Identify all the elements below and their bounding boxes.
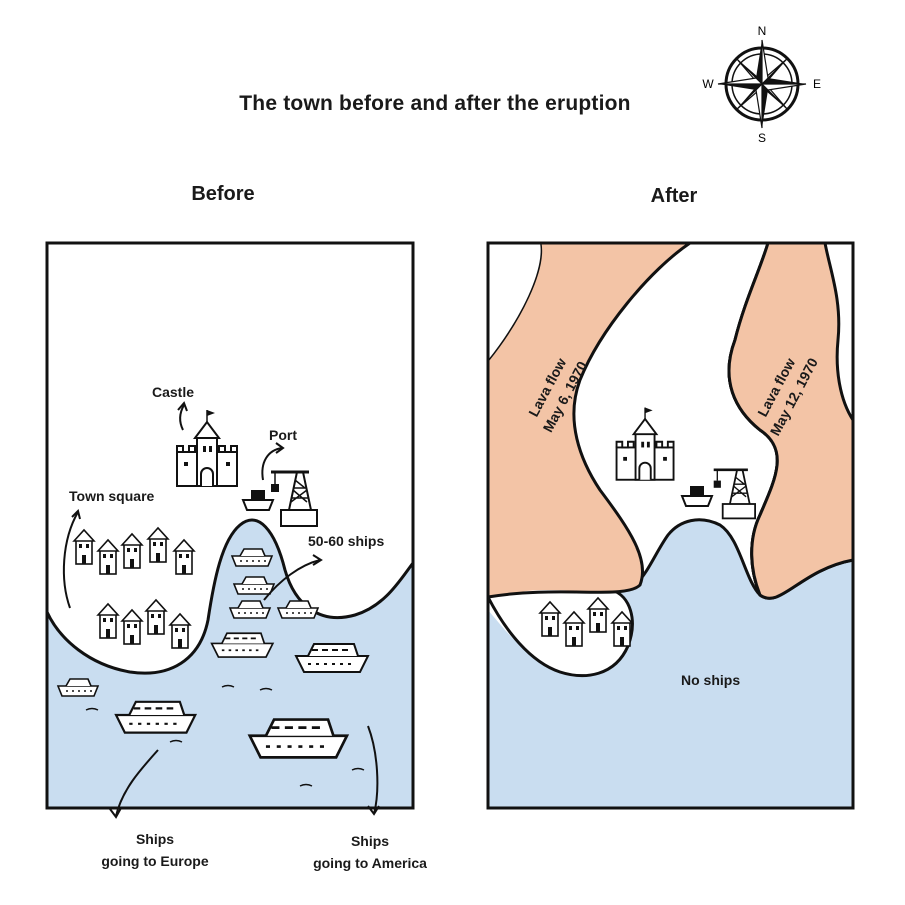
after-heading: After	[650, 185, 698, 207]
port-crane-icon	[712, 468, 757, 520]
before-heading: Before	[191, 183, 255, 205]
compass-rose-icon: N S E W	[702, 24, 821, 145]
compass-north-label: N	[758, 24, 767, 38]
lava-flow-1	[488, 243, 690, 597]
ships-europe-label: Ships going to Europe	[70, 828, 240, 872]
after-frame	[486, 241, 855, 810]
after-town-coastline	[486, 588, 634, 678]
castle-arrow	[179, 404, 185, 431]
before-coastline	[45, 518, 415, 675]
town-square-arrow	[62, 511, 79, 609]
castle-icon	[615, 406, 675, 481]
ships-europe-line1: Ships	[135, 831, 175, 847]
castle-label: Castle	[152, 384, 195, 400]
ships-count-arrow	[263, 559, 321, 601]
ships-count-label: 50-60 ships	[308, 533, 385, 549]
map-title: The town before and after the eruption	[239, 92, 631, 115]
before-frame	[45, 241, 415, 810]
ships-america-line2: going to America	[313, 855, 427, 871]
compass-east-label: E	[813, 77, 821, 91]
port-label: Port	[269, 427, 297, 443]
no-ships-label: No ships	[681, 672, 741, 688]
town-square-label: Town square	[69, 488, 155, 504]
ships-europe-line2: going to Europe	[101, 853, 209, 869]
ships-america-label: Ships going to America	[285, 830, 455, 874]
europe-arrow	[115, 749, 159, 817]
ships-america-line1: Ships	[350, 833, 390, 849]
port-arrow	[261, 447, 283, 481]
compass-south-label: S	[758, 131, 766, 145]
america-arrow	[367, 725, 379, 815]
compass-west-label: W	[702, 77, 714, 91]
port-boat-icon	[681, 485, 713, 507]
